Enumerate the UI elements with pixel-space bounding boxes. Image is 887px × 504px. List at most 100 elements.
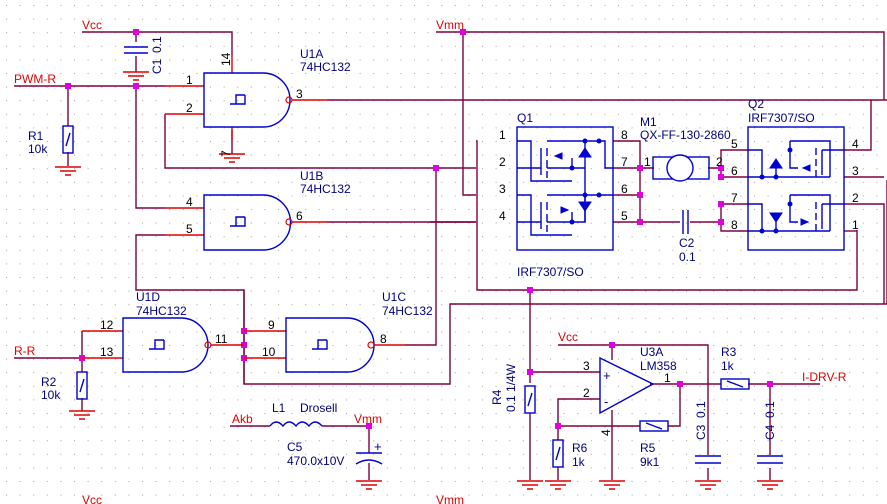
capacitor-c1[interactable]: C1 0.1 <box>124 36 164 74</box>
net-label-i-drv-r: I-DRV-R <box>802 370 847 384</box>
svg-text:2: 2 <box>499 155 506 169</box>
l1-value: Drosell <box>300 401 337 415</box>
svg-text:4: 4 <box>852 137 859 151</box>
ground-icon <box>599 480 625 490</box>
resistor-r3[interactable]: R3 1k <box>720 345 750 390</box>
net-label-vcc-opamp: Vcc <box>558 330 578 344</box>
c5-ref: C5 <box>287 440 303 454</box>
svg-text:5: 5 <box>731 137 738 151</box>
svg-text:3: 3 <box>296 87 303 101</box>
capacitor-c5[interactable]: + C5 470.0x10V <box>287 439 383 468</box>
svg-text:4: 4 <box>599 429 613 436</box>
svg-text:11: 11 <box>215 332 228 346</box>
schmitt-icon <box>149 339 165 350</box>
m1-ref: M1 <box>640 115 657 129</box>
u1a-ref: U1A <box>300 47 323 61</box>
resistor-r1[interactable]: R1 10k <box>28 125 74 156</box>
c3-ref: C3 <box>694 424 708 440</box>
net-label-vcc-bottom: Vcc <box>82 493 102 504</box>
wire-u1a-2-loop <box>164 114 436 169</box>
svg-text:1: 1 <box>664 371 671 385</box>
r1-ref: R1 <box>28 129 44 143</box>
r4-ref: R4 <box>490 389 504 405</box>
net-label-vmm: Vmm <box>436 18 464 32</box>
svg-text:1: 1 <box>186 73 193 87</box>
c3-value: 0.1 <box>694 401 708 418</box>
svg-text:7: 7 <box>731 191 738 205</box>
inductor-l1[interactable]: L1 Drosell <box>269 401 337 428</box>
wire-pwm-to-u1b-4 <box>135 86 165 209</box>
r5-value: 9k1 <box>640 455 660 469</box>
svg-text:4: 4 <box>499 209 506 223</box>
u1b-ref: U1B <box>300 169 323 183</box>
net-label-r-r: R-R <box>14 344 36 358</box>
svg-text:1: 1 <box>644 155 651 169</box>
u1a-value: 74HC132 <box>300 60 351 74</box>
net-label-pwm-r: PWM-R <box>14 72 56 86</box>
q1-ref: Q1 <box>517 111 533 125</box>
m1-value: QX-FF-130-2860 <box>640 128 731 142</box>
mosfet-q1[interactable]: 1 2 3 4 8 7 6 5 Q1 IRF7307/SO <box>499 111 628 279</box>
c4-value: 0.1 <box>763 401 777 418</box>
mosfet-q2[interactable]: 5 6 7 8 4 3 2 1 Q2 IRF7307/SO <box>731 97 859 251</box>
svg-text:2: 2 <box>716 155 723 169</box>
svg-text:7: 7 <box>219 150 233 157</box>
resistor-r4[interactable]: R4 0.1 1/4W <box>490 363 536 414</box>
svg-text:14: 14 <box>219 52 233 66</box>
resistor-r6[interactable]: R6 1k <box>552 439 588 469</box>
svg-text:6: 6 <box>296 209 303 223</box>
gate-u1a[interactable]: 1 2 3 14 7 U1A 74HC132 <box>165 47 351 157</box>
svg-text:6: 6 <box>731 164 738 178</box>
svg-text:7: 7 <box>621 155 628 169</box>
resistor-r5[interactable]: R5 9k1 <box>639 420 669 469</box>
svg-text:9: 9 <box>268 318 275 332</box>
svg-text:5: 5 <box>186 222 193 236</box>
u1c-ref: U1C <box>382 290 406 304</box>
u3a-value: LM358 <box>640 359 677 373</box>
c2-value: 0.1 <box>679 250 696 264</box>
gate-u1d[interactable]: 12 13 11 U1D 74HC132 <box>82 290 244 373</box>
r6-ref: R6 <box>572 441 588 455</box>
motor-m1[interactable]: 1 2 M1 QX-FF-130-2860 <box>640 115 731 182</box>
svg-text:3: 3 <box>499 182 506 196</box>
opamp-u3a[interactable]: + - 3 2 1 4 U3A LM358 <box>583 345 677 436</box>
svg-text:8: 8 <box>731 218 738 232</box>
svg-text:8: 8 <box>380 332 387 346</box>
r6-value: 1k <box>572 455 586 469</box>
capacitor-c3[interactable]: C3 0.1 <box>694 401 721 464</box>
u1c-value: 74HC132 <box>382 304 433 318</box>
svg-text:13: 13 <box>100 345 114 359</box>
r2-ref: R2 <box>41 375 57 389</box>
ground-icon <box>695 480 721 490</box>
ground-icon <box>757 480 783 490</box>
wires <box>14 31 887 480</box>
c2-ref: C2 <box>679 236 695 250</box>
svg-text:6: 6 <box>621 182 628 196</box>
q1-value: IRF7307/SO <box>517 265 584 279</box>
c1-ref: C1 <box>150 58 164 74</box>
ground-icon <box>517 480 543 490</box>
schmitt-icon <box>230 94 246 105</box>
c4-ref: C4 <box>763 424 777 440</box>
wire-vcc-top <box>82 31 233 55</box>
ground-icon <box>55 166 81 176</box>
capacitor-c2[interactable]: C2 0.1 <box>679 210 696 264</box>
c5-polarity: + <box>374 439 382 454</box>
net-label-akb: Akb <box>232 412 253 426</box>
ground-icon <box>356 480 382 490</box>
ground-icon <box>69 410 95 420</box>
gate-u1b[interactable]: 4 5 6 U1B 74HC132 <box>165 169 351 251</box>
c1-value: 0.1 <box>150 36 164 53</box>
svg-text:1: 1 <box>852 218 859 232</box>
resistor-r2[interactable]: R2 10k <box>41 371 88 402</box>
capacitor-c4[interactable]: C4 0.1 <box>757 401 783 464</box>
svg-text:1: 1 <box>499 128 506 142</box>
svg-text:3: 3 <box>852 164 859 178</box>
svg-text:2: 2 <box>852 191 859 205</box>
svg-text:8: 8 <box>621 128 628 142</box>
gate-u1c[interactable]: 9 10 8 U1C 74HC132 <box>244 290 433 373</box>
svg-text:5: 5 <box>621 209 628 223</box>
u3a-ref: U3A <box>640 345 663 359</box>
